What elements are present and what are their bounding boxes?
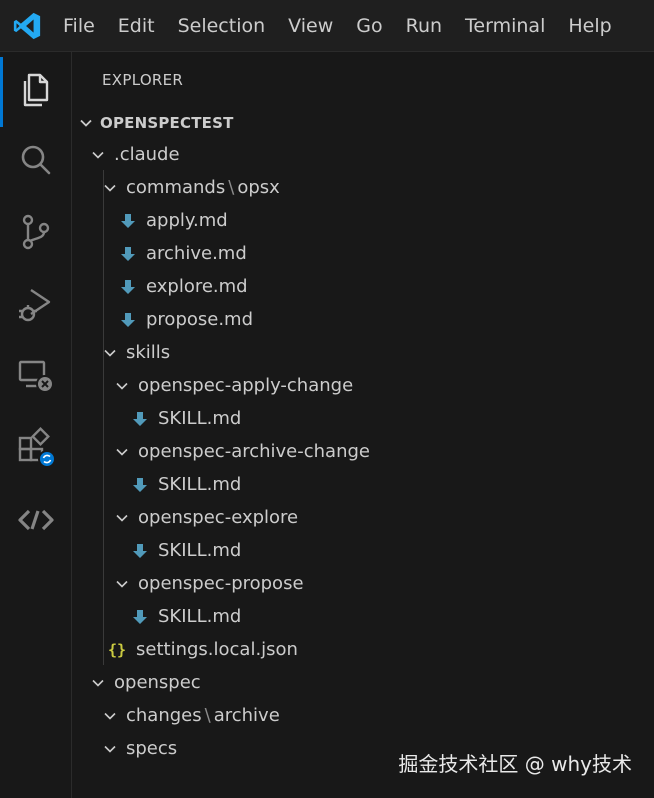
- markdown-file-icon: [121, 312, 135, 327]
- markdown-file-icon: [121, 213, 135, 228]
- remote-explorer-icon[interactable]: [14, 354, 58, 398]
- chevron-down-icon: [92, 679, 104, 687]
- tree-file-row[interactable]: explore.md: [120, 270, 248, 303]
- chevron-down-icon: [116, 580, 128, 588]
- remote-link-icon[interactable]: [14, 498, 58, 542]
- tree-folder-row[interactable]: openspec-apply-change: [114, 369, 353, 402]
- menu-file[interactable]: File: [63, 15, 95, 37]
- tree-item-label: propose.md: [146, 309, 254, 330]
- tree-folder-row[interactable]: commands\opsx: [102, 171, 280, 204]
- tree-item-label: openspec-apply-change: [138, 375, 354, 396]
- tree-item-label: settings.local.json: [136, 639, 298, 660]
- menu-bar: File Edit Selection View Go Run Terminal…: [63, 0, 635, 52]
- tree-file-row[interactable]: apply.md: [120, 204, 228, 237]
- menu-run[interactable]: Run: [405, 15, 443, 37]
- title-bar: File Edit Selection View Go Run Terminal…: [0, 0, 654, 52]
- markdown-file-icon: [133, 543, 147, 558]
- run-debug-icon[interactable]: [14, 283, 58, 327]
- markdown-file-icon: [133, 411, 147, 426]
- menu-terminal[interactable]: Terminal: [465, 15, 546, 37]
- chevron-down-icon: [104, 349, 116, 357]
- workspace-root-label: OPENSPECTEST: [100, 114, 234, 132]
- chevron-down-icon: [92, 151, 104, 159]
- chevron-down-icon: [104, 184, 116, 192]
- explorer-title: EXPLORER: [102, 71, 184, 89]
- tree-item-label: SKILL.md: [158, 474, 242, 495]
- menu-help[interactable]: Help: [568, 15, 612, 37]
- tree-folder-row[interactable]: changes\archive: [102, 699, 280, 732]
- tree-item-label: apply.md: [146, 210, 228, 231]
- tree-item-label: skills: [126, 342, 171, 363]
- tree-item-label-suffix: archive: [213, 705, 280, 726]
- extensions-icon[interactable]: [14, 426, 58, 470]
- indent-guide: [103, 170, 104, 665]
- tree-item-label: SKILL.md: [158, 540, 242, 561]
- compact-folder-separator: \: [228, 177, 235, 198]
- tree-item-label: openspec-propose: [138, 573, 304, 594]
- menu-go[interactable]: Go: [356, 15, 383, 37]
- tree-folder-row[interactable]: specs: [102, 732, 177, 765]
- markdown-file-icon: [121, 279, 135, 294]
- watermark: 掘金技术社区 @ why技术: [398, 752, 632, 776]
- tree-file-row[interactable]: SKILL.md: [132, 402, 241, 435]
- tree-item-label: .claude: [114, 144, 180, 165]
- json-file-icon: {}: [108, 640, 127, 659]
- markdown-file-icon: [133, 609, 147, 624]
- activity-bar: [0, 52, 72, 798]
- tree-item-label: commands: [126, 177, 226, 198]
- vscode-logo-icon: [13, 12, 41, 40]
- tree-file-row[interactable]: SKILL.md: [132, 600, 241, 633]
- chevron-down-icon: [116, 514, 128, 522]
- tree-folder-row[interactable]: skills: [102, 336, 170, 369]
- tree-folder-row[interactable]: openspec-propose: [114, 567, 304, 600]
- menu-view[interactable]: View: [288, 15, 334, 37]
- search-icon[interactable]: [14, 138, 58, 182]
- chevron-down-icon: [116, 448, 128, 456]
- tree-file-row[interactable]: archive.md: [120, 237, 247, 270]
- tree-folder-row[interactable]: .claude: [90, 138, 180, 171]
- markdown-file-icon: [121, 246, 135, 261]
- tree-item-label: archive.md: [146, 243, 247, 264]
- tree-file-row[interactable]: {} settings.local.json: [108, 633, 298, 666]
- markdown-file-icon: [133, 477, 147, 492]
- tree-folder-row[interactable]: openspec: [90, 666, 201, 699]
- tree-item-label: SKILL.md: [158, 408, 242, 429]
- tree-folder-row[interactable]: openspec-explore: [114, 501, 298, 534]
- tree-item-label: openspec-explore: [138, 507, 299, 528]
- tree-item-label: explore.md: [146, 276, 248, 297]
- tree-file-row[interactable]: SKILL.md: [132, 534, 241, 567]
- files-icon[interactable]: [14, 68, 58, 112]
- chevron-down-icon: [104, 712, 116, 720]
- menu-edit[interactable]: Edit: [117, 15, 155, 37]
- compact-folder-separator: \: [204, 705, 211, 726]
- chevron-down-icon: [104, 745, 116, 753]
- active-indicator: [0, 57, 3, 127]
- tree-file-row[interactable]: SKILL.md: [132, 468, 241, 501]
- tree-folder-row[interactable]: openspec-archive-change: [114, 435, 370, 468]
- tree-item-label: SKILL.md: [158, 606, 242, 627]
- tree-file-row[interactable]: propose.md: [120, 303, 253, 336]
- tree-item-label: openspec: [114, 672, 201, 693]
- tree-item-label: specs: [126, 738, 178, 759]
- tree-item-label: changes: [126, 705, 202, 726]
- workspace-root-header[interactable]: OPENSPECTEST: [78, 111, 234, 135]
- tree-item-label: openspec-archive-change: [138, 441, 370, 462]
- chevron-down-icon: [80, 119, 92, 127]
- chevron-down-icon: [116, 382, 128, 390]
- source-control-icon[interactable]: [14, 210, 58, 254]
- menu-selection[interactable]: Selection: [177, 15, 266, 37]
- tree-item-label-suffix: opsx: [237, 177, 280, 198]
